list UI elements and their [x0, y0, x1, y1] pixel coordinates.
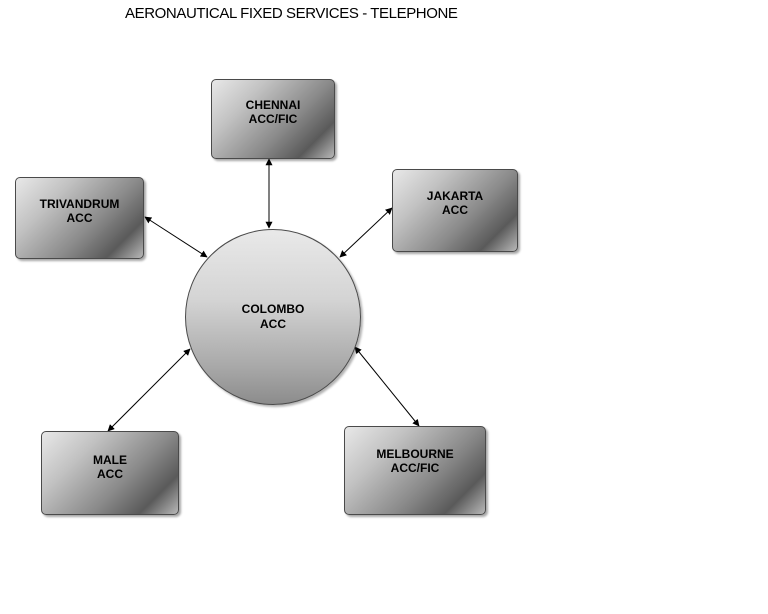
link-colombo-trivandrum — [144, 216, 208, 258]
node-male-label: MALE ACC — [93, 453, 127, 481]
node-chennai-label: CHENNAI ACC/FIC — [245, 98, 301, 126]
node-trivandrum-label: TRIVANDRUM ACC — [39, 197, 120, 225]
hub-colombo-label: COLOMBO ACC — [241, 302, 305, 331]
hub-colombo: COLOMBO ACC — [185, 229, 361, 405]
node-chennai: CHENNAI ACC/FIC — [211, 79, 335, 159]
diagram-title: AERONAUTICAL FIXED SERVICES - TELEPHONE — [125, 5, 458, 22]
link-colombo-male — [107, 348, 191, 432]
link-colombo-melbourne — [354, 346, 420, 427]
node-jakarta: JAKARTA ACC — [392, 169, 518, 252]
node-trivandrum: TRIVANDRUM ACC — [15, 177, 144, 259]
node-jakarta-label: JAKARTA ACC — [426, 189, 484, 217]
node-melbourne: MELBOURNE ACC/FIC — [344, 426, 486, 515]
link-colombo-jakarta — [339, 207, 393, 258]
node-melbourne-label: MELBOURNE ACC/FIC — [376, 447, 454, 475]
node-male: MALE ACC — [41, 431, 179, 515]
